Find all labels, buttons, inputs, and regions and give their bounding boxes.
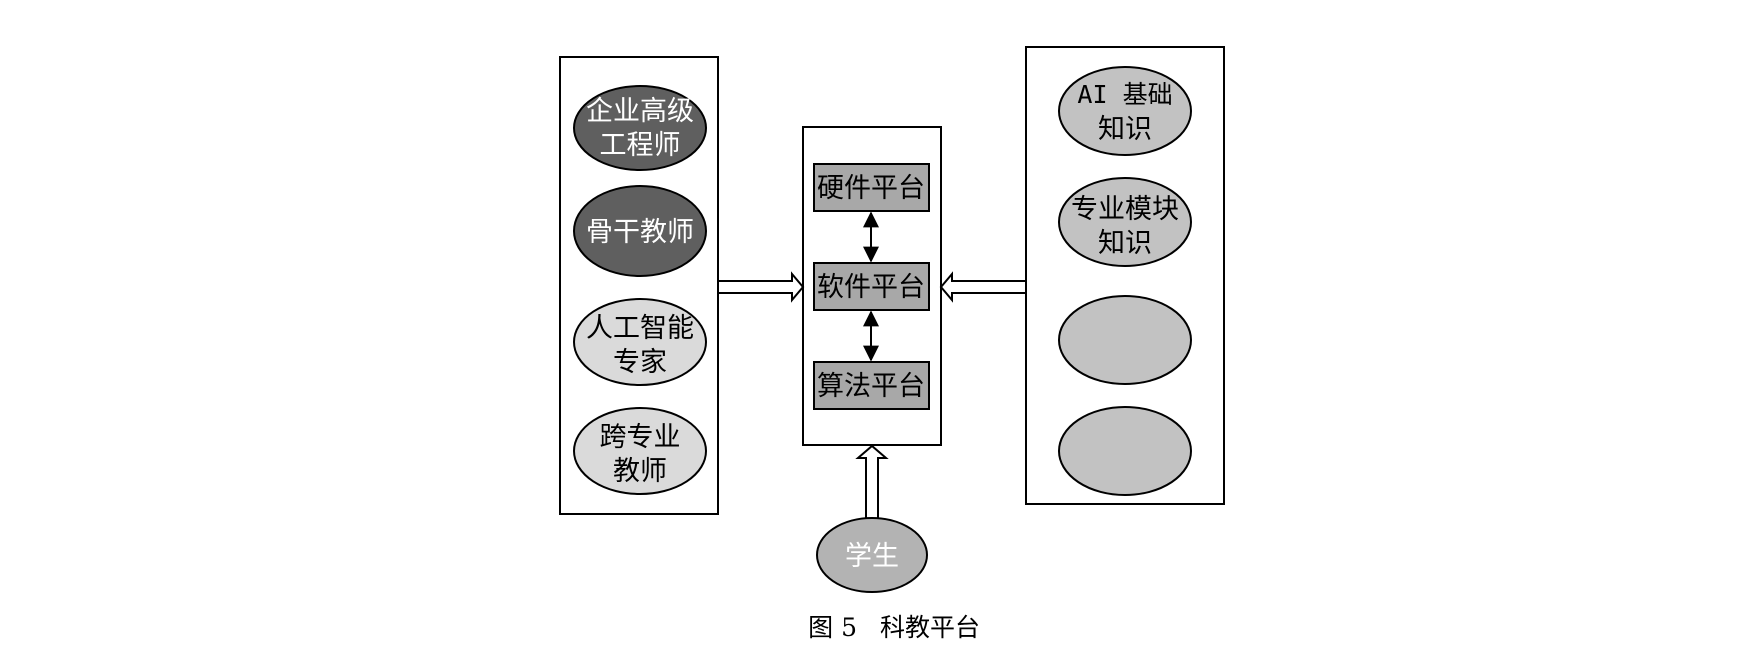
- knowledge-ellipse: [1058, 406, 1192, 496]
- platform-label: 软件平台: [817, 272, 925, 303]
- platform-label: 算法平台: [817, 371, 925, 402]
- role-ellipse: 人工智能 专家: [573, 298, 707, 386]
- hollow-arrow-right-to-center: [939, 271, 1027, 303]
- figure-caption: 科教平台: [880, 613, 980, 642]
- platform-box: 硬件平台: [813, 163, 930, 212]
- knowledge-ellipse-shape: [1058, 177, 1192, 267]
- role-ellipse: 骨干教师: [573, 185, 707, 277]
- knowledge-label-line1: 专业模块: [1071, 194, 1179, 225]
- student-ellipse-shape: [816, 517, 928, 593]
- platform-box-shape: [813, 361, 930, 410]
- role-label-line2: 工程师: [600, 130, 681, 161]
- platform-box: 算法平台: [813, 361, 930, 410]
- role-label-line1: 跨专业: [600, 422, 681, 453]
- knowledge-label-line2: 知识: [1098, 114, 1152, 145]
- platform-box: 软件平台: [813, 262, 930, 311]
- role-label-line2: 专家: [613, 347, 667, 378]
- student-label: 学生: [845, 541, 899, 572]
- knowledge-ellipse-shape: [1058, 406, 1192, 496]
- knowledge-ellipse: AI 基础 知识: [1058, 66, 1192, 156]
- role-ellipse-shape: [573, 298, 707, 386]
- knowledge-ellipse: 专业模块 知识: [1058, 177, 1192, 267]
- knowledge-label-line1: AI 基础: [1077, 80, 1172, 109]
- figure-number: 图 5: [808, 613, 857, 642]
- role-label-line1: 人工智能: [586, 313, 694, 344]
- platform-label: 硬件平台: [817, 173, 925, 204]
- student-ellipse: 学生: [816, 517, 928, 593]
- hollow-arrow-left-to-center: [717, 271, 805, 303]
- role-ellipse: 企业高级 工程师: [573, 85, 707, 171]
- role-label-line1: 骨干教师: [586, 217, 694, 248]
- hollow-arrow-student-to-center: [855, 444, 889, 521]
- role-ellipse-shape: [573, 85, 707, 171]
- role-ellipse-shape: [573, 185, 707, 277]
- knowledge-ellipse-shape: [1058, 295, 1192, 385]
- role-label-line2: 教师: [613, 456, 667, 487]
- role-ellipse-shape: [573, 407, 707, 495]
- role-ellipse: 跨专业 教师: [573, 407, 707, 495]
- knowledge-ellipse-shape: [1058, 66, 1192, 156]
- platform-box-shape: [813, 163, 930, 212]
- platform-box-shape: [813, 262, 930, 311]
- knowledge-ellipse: [1058, 295, 1192, 385]
- knowledge-label-line2: 知识: [1098, 228, 1152, 259]
- role-label-line1: 企业高级: [586, 96, 694, 127]
